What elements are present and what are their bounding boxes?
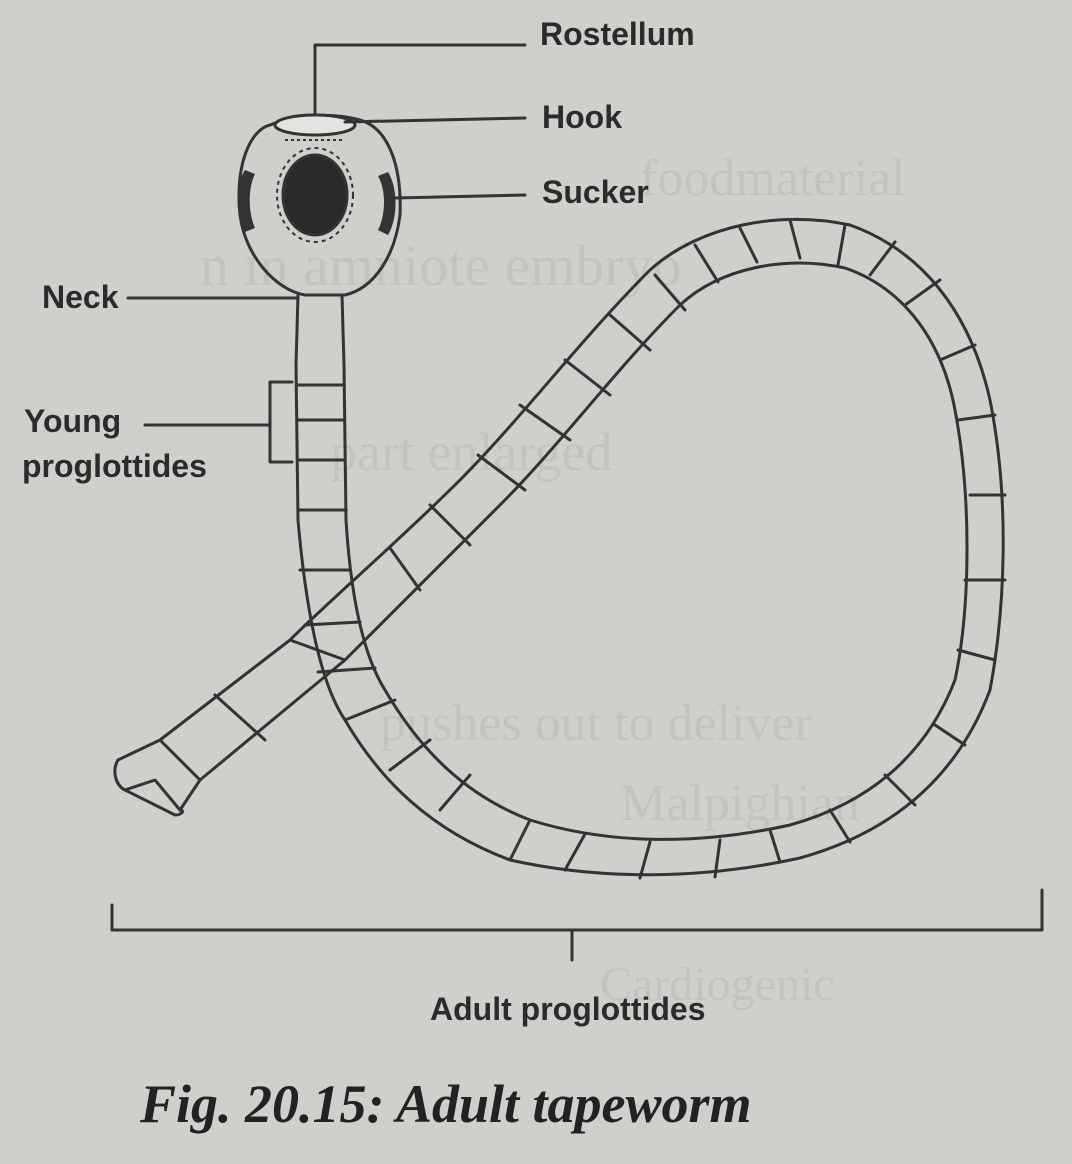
svg-text:Cardiogenic: Cardiogenic [600,958,835,1011]
label-young-line2: proglottides [22,448,207,484]
svg-text:n in amniote embryo: n in amniote embryo [200,233,682,298]
scolex [237,113,402,367]
label-young-line1: Young [24,403,121,439]
figure-caption: Fig. 20.15: Adult tapeworm [139,1074,752,1134]
proglottid-chain [113,217,1007,880]
leader-lines [110,43,1044,962]
svg-text:part enlarged: part enlarged [330,422,612,482]
svg-text:foodmaterial: foodmaterial [640,150,906,207]
label-sucker: Sucker [542,174,649,210]
label-neck: Neck [42,279,119,315]
label-hook: Hook [542,99,622,135]
sucker-left [237,170,255,232]
label-rostellum: Rostellum [540,16,695,52]
label-adult-proglottides: Adult proglottides [430,991,706,1027]
rostellum-shape [273,113,357,137]
sucker-front [281,153,349,237]
svg-text:Malpighian: Malpighian [620,775,860,832]
sucker-right [378,172,396,235]
svg-text:pushes out to deliver: pushes out to deliver [380,695,812,752]
